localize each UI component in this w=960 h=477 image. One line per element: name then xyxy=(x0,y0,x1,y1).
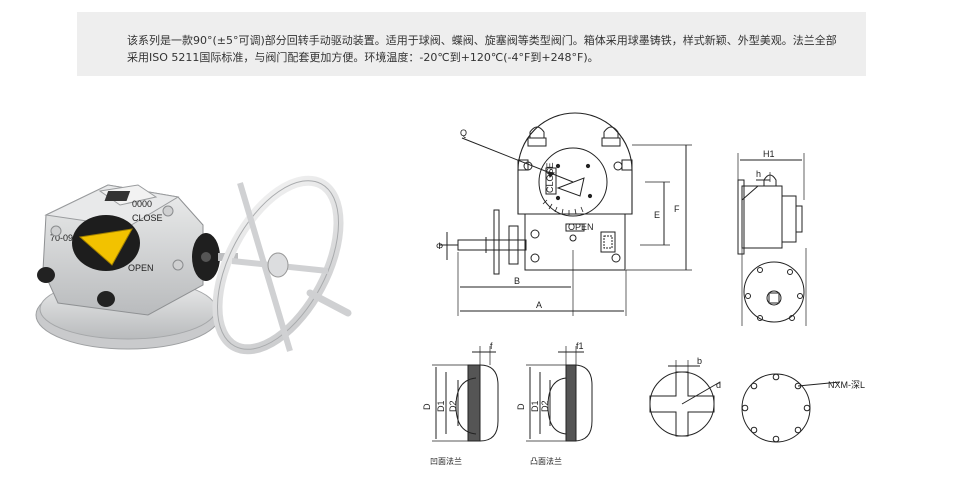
front-view: CLOSE OPEN Φ Q xyxy=(436,112,692,316)
front-close-label: CLOSE xyxy=(545,162,555,193)
top-label-plate xyxy=(104,191,131,201)
front-label-e: E xyxy=(654,210,660,220)
raised-label-d1: D1 xyxy=(530,400,540,412)
dial-open-label: OPEN xyxy=(128,263,154,273)
dial-label: 70-09 xyxy=(50,233,73,243)
front-label-shaft: Φ xyxy=(436,241,443,251)
recessed-caption: 凹面法兰 xyxy=(430,456,462,466)
stop-bolt-right xyxy=(97,291,115,307)
side-label-h: h xyxy=(756,169,761,179)
flange-recessed: D D1 D2 f 凹面法兰 xyxy=(422,341,499,466)
side-view: H1 h xyxy=(737,149,807,326)
description-text: 该系列是一款90°(±5°可调)部分回转手动驱动装置。适用于球阀、蝶阀、旋塞阀等… xyxy=(127,34,837,64)
bolt-circle-label: NXM-深L xyxy=(828,380,865,390)
recessed-label-d: D xyxy=(422,403,432,410)
wheel-handle xyxy=(306,289,352,317)
front-dial xyxy=(538,147,608,217)
raised-label-d: D xyxy=(516,403,526,410)
shaft-label-b: b xyxy=(697,356,702,366)
front-label-f: F xyxy=(674,204,680,214)
front-label-a: A xyxy=(536,300,542,310)
description-panel: 该系列是一款90°(±5°可调)部分回转手动驱动装置。适用于球阀、蝶阀、旋塞阀等… xyxy=(77,12,866,76)
indicator-arrow xyxy=(78,228,133,266)
dial-close-label: CLOSE xyxy=(132,213,163,223)
shaft-label-d: d xyxy=(716,380,721,390)
front-label-q: Q xyxy=(460,128,467,138)
bolt-circle-view: NXM-深L xyxy=(741,373,865,443)
recessed-label-f: f xyxy=(490,341,493,351)
shaft-section: b d xyxy=(649,356,721,437)
recessed-label-d2: D2 xyxy=(448,400,458,412)
recessed-label-d1: D1 xyxy=(436,400,446,412)
front-label-b: B xyxy=(514,276,520,286)
raised-label-d2: D2 xyxy=(540,400,550,412)
front-pointer xyxy=(556,177,585,197)
stop-bolt-left xyxy=(37,267,55,283)
side-label-h1: H1 xyxy=(763,149,775,159)
front-open-label: OPEN xyxy=(568,222,594,232)
flange-raised: D D1 D2 f1 凸面法兰 xyxy=(516,341,593,466)
product-illustration: 0000 70-09 CLOSE OPEN xyxy=(35,175,352,355)
raised-label-f1: f1 xyxy=(576,341,584,351)
raised-caption: 凸面法兰 xyxy=(530,456,562,466)
side-bottom-circle xyxy=(743,261,805,323)
top-label: 0000 xyxy=(132,199,152,209)
